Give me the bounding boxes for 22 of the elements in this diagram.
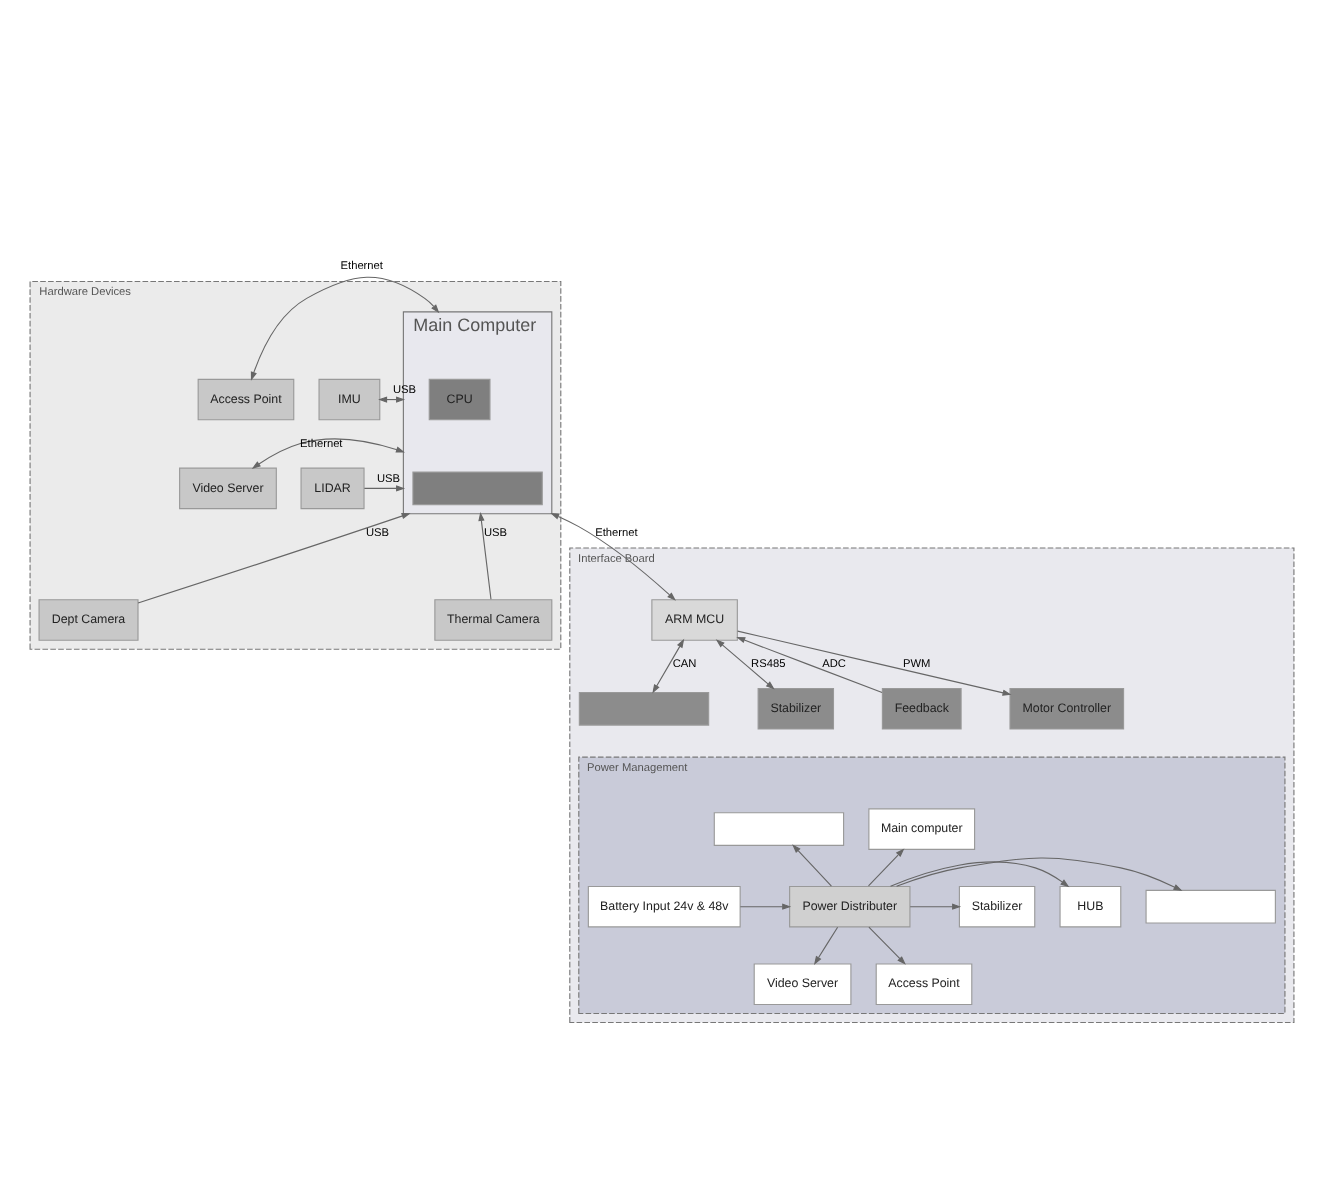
arrow [250,275,440,380]
arrow [251,437,405,468]
arrow [867,847,905,886]
arrow [739,902,792,909]
arrow [550,511,676,600]
arrow [478,511,492,599]
arrow [896,856,1183,890]
arrow [813,925,839,964]
node-box [412,470,543,505]
node-box [1145,888,1276,923]
arrow [137,512,411,603]
arrow [715,638,775,689]
arrow [652,637,685,693]
arrow [737,629,1012,695]
arrow [363,484,406,491]
node-box [713,811,845,845]
arrow [868,925,906,964]
arrow [909,902,962,909]
node-box [578,690,710,725]
arrow [736,635,883,693]
arrow [890,860,1070,887]
arrow [792,843,832,886]
